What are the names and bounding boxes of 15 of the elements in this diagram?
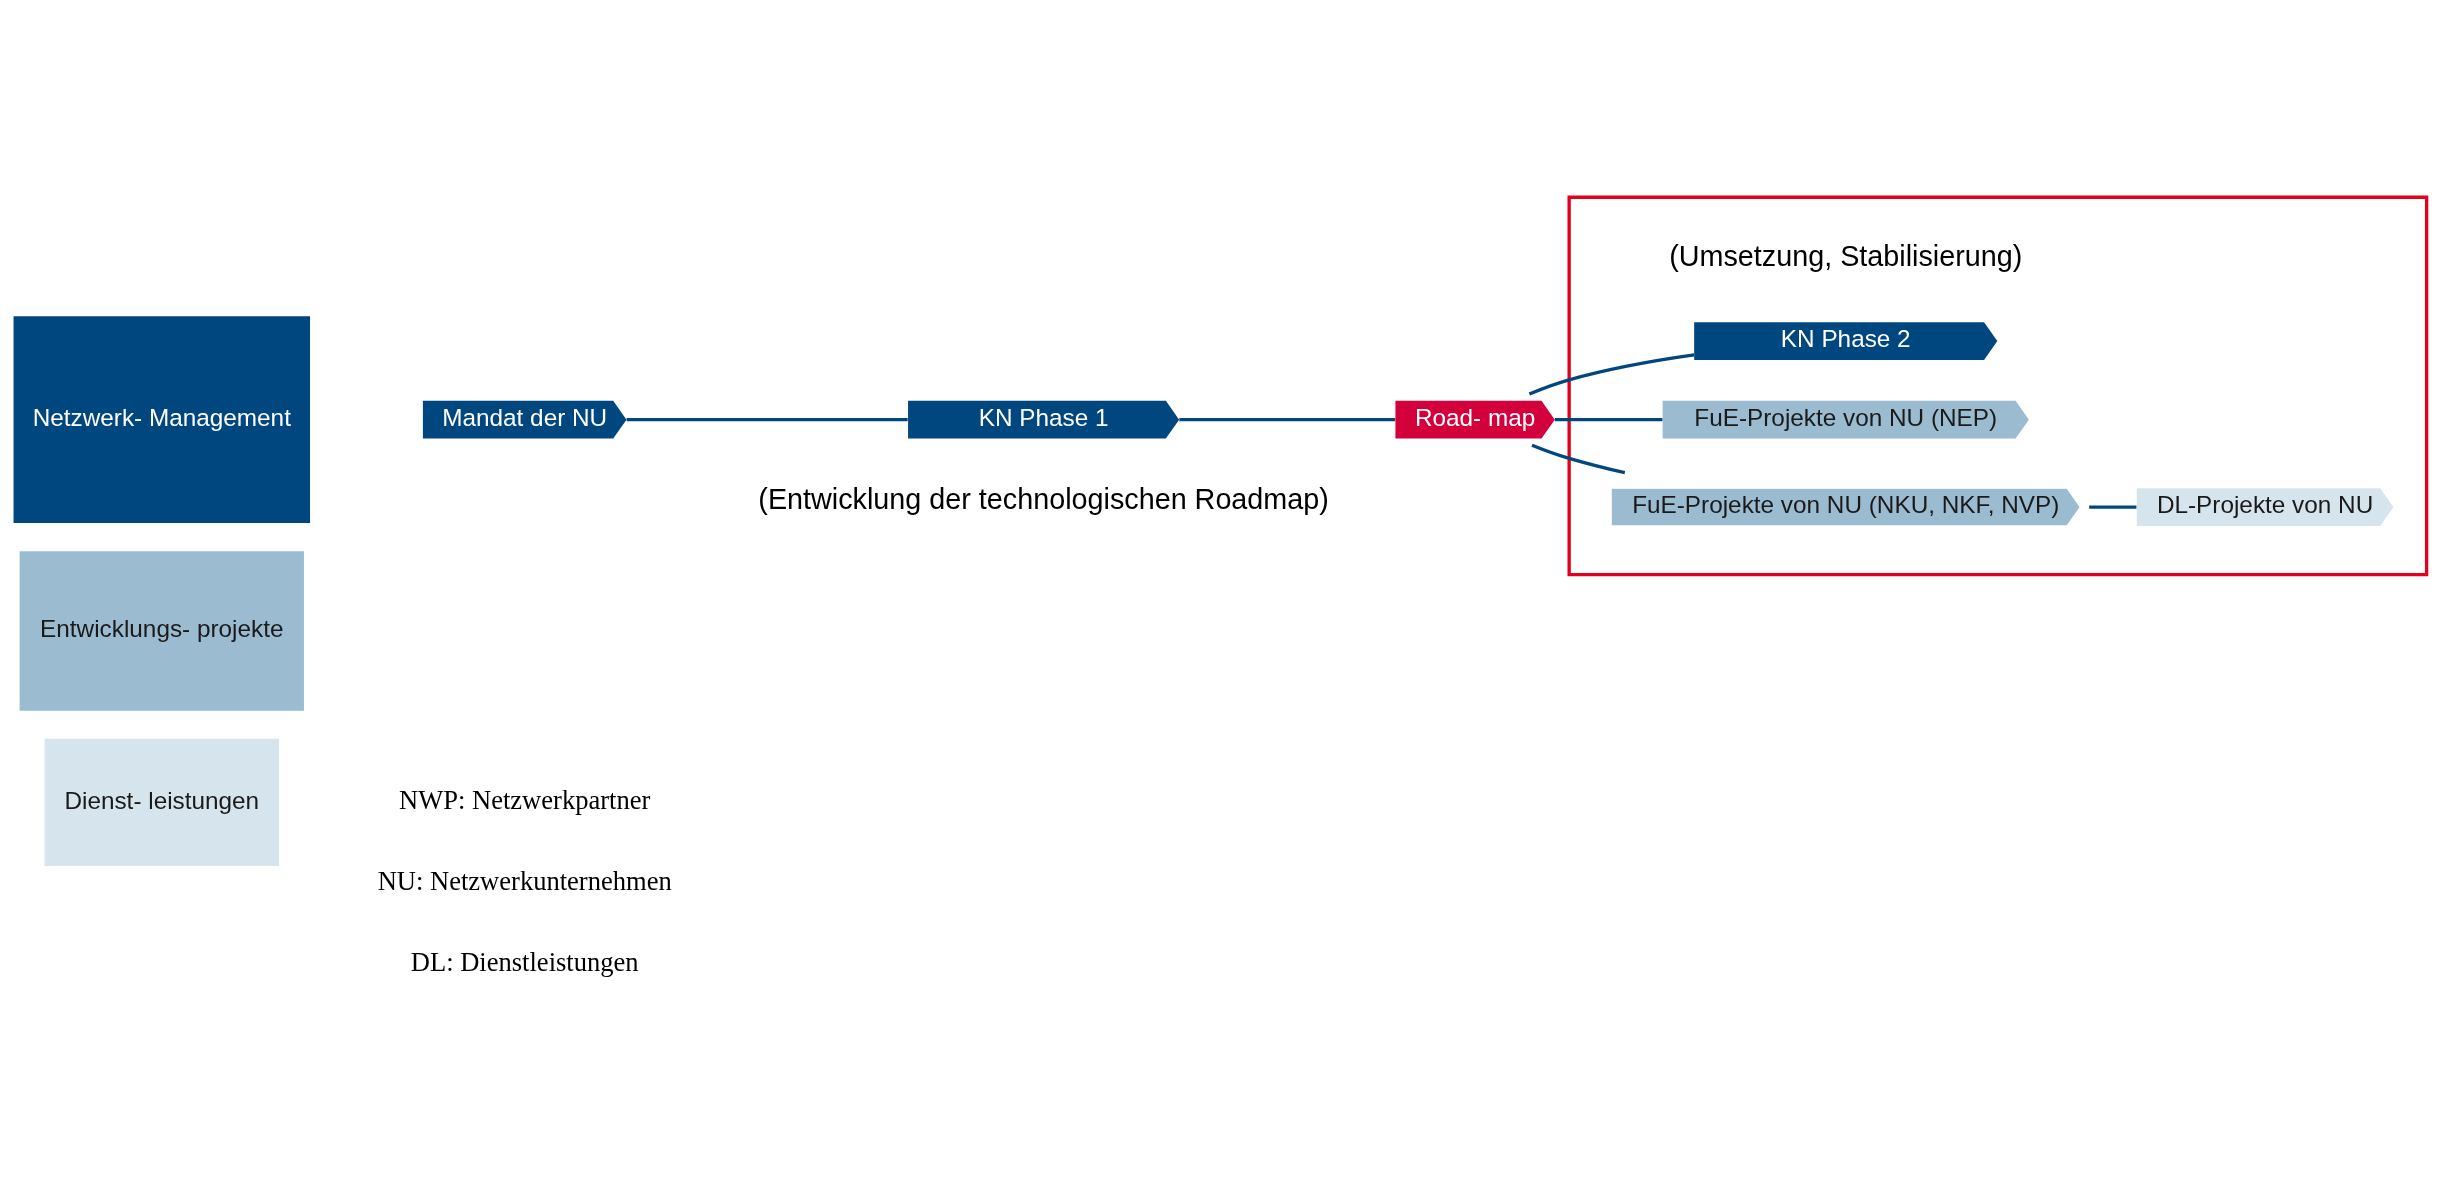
connector	[2089, 505, 2137, 509]
node-box: Netzwerk- Management	[13, 316, 311, 524]
label: NU: Netzwerkunternehmen	[377, 866, 672, 897]
connector	[626, 418, 908, 422]
label: DL: Dienstleistungen	[410, 946, 639, 977]
connector	[1528, 353, 1695, 396]
label: NWP: Netzwerkpartner	[399, 785, 651, 816]
connector	[1554, 418, 1663, 422]
node-label: (Umsetzung, Stabilisierung)	[1669, 240, 2023, 273]
node-box: Entwicklungs- projekte	[19, 551, 304, 711]
node-label: (Entwicklung der technologischen Roadmap)	[758, 482, 1329, 515]
node-box: Dienst- leistungen	[44, 738, 280, 867]
cluster	[1567, 195, 2429, 577]
connector	[1531, 443, 1626, 475]
connector	[1179, 418, 1396, 422]
